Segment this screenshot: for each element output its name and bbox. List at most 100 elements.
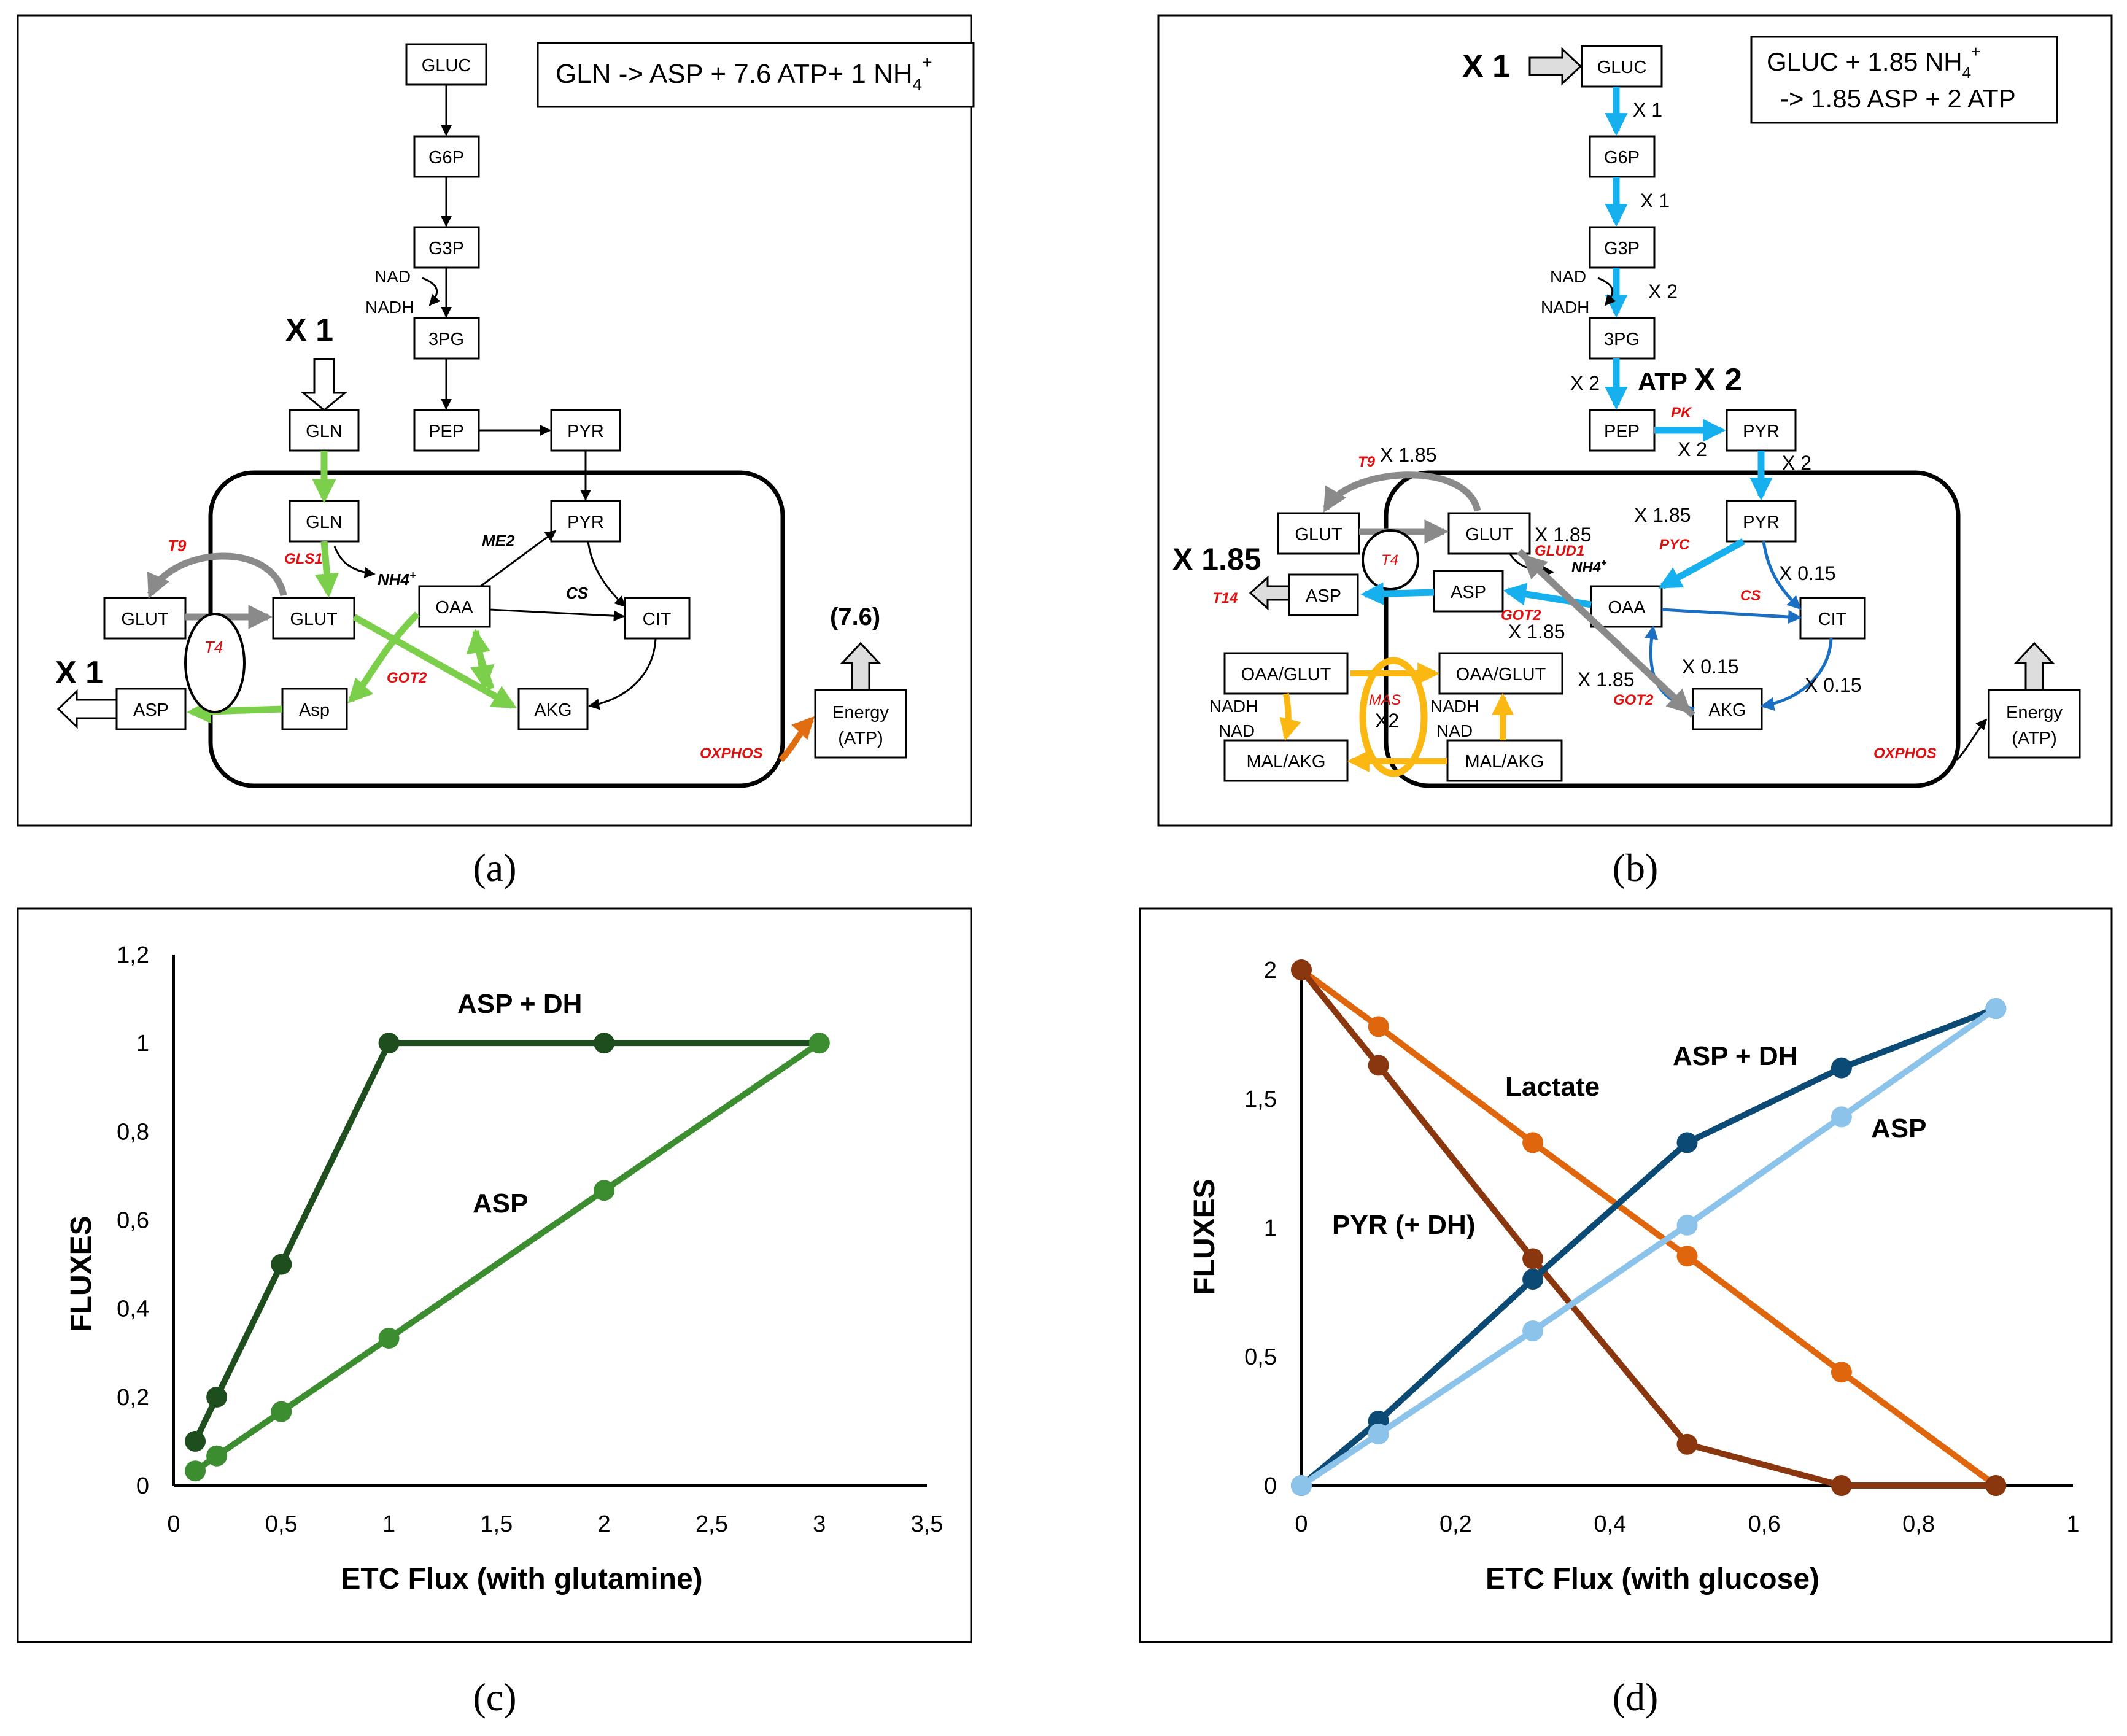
b-energy-arrow xyxy=(2013,641,2055,691)
chart-d-xtick-label: 0,2 xyxy=(1439,1511,1472,1537)
chart-c-ytick-label: 0 xyxy=(136,1473,149,1499)
chart-d-series-2-point xyxy=(1522,1269,1544,1290)
chart-d-ytick-label: 0,5 xyxy=(1244,1344,1277,1370)
chart-d-series-3-point xyxy=(1368,1424,1389,1444)
a-node-gln-in: GLN xyxy=(306,513,343,532)
b-node-glut-out: GLUT xyxy=(1295,525,1342,544)
b-output-arrow xyxy=(1249,575,1290,611)
chart-d-series-line-2 xyxy=(1299,1006,1997,1488)
chart-d-series-line-0 xyxy=(1300,967,1998,1489)
a-node-oaa: OAA xyxy=(435,598,473,618)
c-xlabel: ETC Flux (with glutamine) xyxy=(341,1563,702,1595)
b-label-got2-b: GOT2 xyxy=(1613,692,1654,708)
a-label-nad: NAD xyxy=(374,267,411,286)
b-label-nh4: NH4+ xyxy=(1571,558,1606,576)
chart-d-series-3-point xyxy=(1831,1106,1852,1128)
d-label-pyr: PYR (+ DH) xyxy=(1332,1210,1475,1240)
chart-d-series-1-point xyxy=(1985,1475,2007,1496)
b-node-mal-akg-in: MAL/AKG xyxy=(1465,752,1544,772)
b-node-asp-out: ASP xyxy=(1306,586,1341,606)
a-label-got2: GOT2 xyxy=(387,670,427,686)
chart-d-xtick-label: 1 xyxy=(2066,1511,2079,1537)
panel-b: GLUC + 1.85 NH4+ -> 1.85 ASP + 2 ATP GLU… xyxy=(1157,14,2113,889)
chart-c-ytick-label: 0,4 xyxy=(117,1296,149,1322)
b-node-energy-2: (ATP) xyxy=(2012,729,2057,748)
chart-c-xtick-label: 1,5 xyxy=(480,1511,513,1537)
a-node-gluc: GLUC xyxy=(422,56,471,76)
b-label-x185-pyc: X 1.85 xyxy=(1634,504,1691,526)
chart-d-series-1-point xyxy=(1291,959,1312,980)
chart-c-xtick-label: 0,5 xyxy=(265,1511,298,1537)
a-label-nadh: NADH xyxy=(365,298,414,317)
c-label-asp: ASP xyxy=(473,1188,528,1219)
b-label-x1-b: X 1 xyxy=(1640,190,1670,212)
b-cell-membrane xyxy=(1384,470,1961,788)
chart-d-series-0-point xyxy=(1676,1246,1698,1267)
b-node-oaa-glut-in: OAA/GLUT xyxy=(1456,665,1546,684)
b-label-x185-akg: X 1.85 xyxy=(1578,668,1635,691)
a-label-x1-in: X 1 xyxy=(285,312,333,348)
b-label-cs: CS xyxy=(1740,587,1761,604)
b-node-oaa: OAA xyxy=(1608,598,1646,618)
b-node-gluc: GLUC xyxy=(1597,58,1647,77)
chart-c-series-1-point xyxy=(271,1401,292,1422)
b-label-nadh-l: NADH xyxy=(1209,697,1258,716)
a-node-energy-2: (ATP) xyxy=(838,729,883,748)
b-label-oxphos: OXPHOS xyxy=(1873,745,1937,762)
b-label-x1-in: X 1 xyxy=(1462,48,1510,84)
b-label-t14: T14 xyxy=(1212,590,1238,606)
a-node-akg: AKG xyxy=(534,700,571,720)
b-node-g6p: G6P xyxy=(1604,148,1640,168)
a-label-oxphos: OXPHOS xyxy=(700,745,763,762)
b-label-pk: PK xyxy=(1671,405,1692,421)
chart-c-series-0-point xyxy=(271,1254,292,1275)
chart-d-series-line-1 xyxy=(1299,967,1996,1489)
b-node-pep: PEP xyxy=(1604,422,1640,441)
a-label-cs: CS xyxy=(566,584,589,602)
b-label-nad: NAD xyxy=(1550,267,1586,286)
a-label-t4: T4 xyxy=(204,638,223,656)
a-node-pep: PEP xyxy=(428,422,464,441)
chart-d-ytick-label: 1 xyxy=(1264,1215,1277,1241)
a-caption: (a) xyxy=(473,846,516,889)
b-label-mas: MAS xyxy=(1369,692,1401,708)
chart-d-series-3-point xyxy=(1985,998,2007,1019)
b-label-nadh: NADH xyxy=(1541,298,1589,317)
chart-c-series-1-point xyxy=(185,1460,206,1482)
chart-c-ytick-label: 0,2 xyxy=(117,1385,149,1411)
b-node-energy-1: Energy xyxy=(2006,703,2063,723)
chart-d-ytick-label: 2 xyxy=(1264,958,1277,983)
a-energy-arrow xyxy=(840,641,881,691)
chart-d-series-0-point xyxy=(1368,1016,1389,1037)
chart-d-series-0-point xyxy=(1522,1132,1544,1153)
b-caption: (b) xyxy=(1613,846,1659,889)
b-node-pyr-out: PYR xyxy=(1743,422,1780,441)
b-label-glud1: GLUD1 xyxy=(1535,543,1584,559)
b-t4-transporter xyxy=(1362,529,1419,591)
chart-d-series-3-point xyxy=(1676,1214,1698,1236)
chart-d-xtick-label: 0,4 xyxy=(1594,1511,1626,1537)
a-node-pyr-out: PYR xyxy=(567,422,604,441)
d-caption: (d) xyxy=(1613,1675,1659,1719)
a-equation: GLN -> ASP + 7.6 ATP+ 1 NH4+ xyxy=(556,53,932,94)
chart-d-series-3-point xyxy=(1522,1320,1544,1341)
b-label-nad-r: NAD xyxy=(1436,721,1473,740)
a-node-glut-in: GLUT xyxy=(290,610,338,629)
chart-d-ytick-label: 0 xyxy=(1264,1473,1277,1499)
a-input-arrow xyxy=(300,358,348,411)
b-label-x1-a: X 1 xyxy=(1633,99,1662,121)
b-label-x2-a: X 2 xyxy=(1648,281,1678,303)
a-node-gln-out: GLN xyxy=(306,422,343,441)
chart-c-ytick-label: 1 xyxy=(136,1031,149,1056)
a-node-g3p: G3P xyxy=(428,239,464,258)
a-node-glut-out: GLUT xyxy=(121,610,169,629)
c-label-asp-dh: ASP + DH xyxy=(457,989,582,1019)
b-equation-2: -> 1.85 ASP + 2 ATP xyxy=(1780,84,2016,113)
panel-a: GLN -> ASP + 7.6 ATP+ 1 NH4+ GLUC G6P G3… xyxy=(17,14,975,889)
a-t4-transporter xyxy=(184,613,246,713)
chart-c-series-0-point xyxy=(378,1033,400,1054)
b-label-x185-t9: X 1.85 xyxy=(1380,444,1437,466)
